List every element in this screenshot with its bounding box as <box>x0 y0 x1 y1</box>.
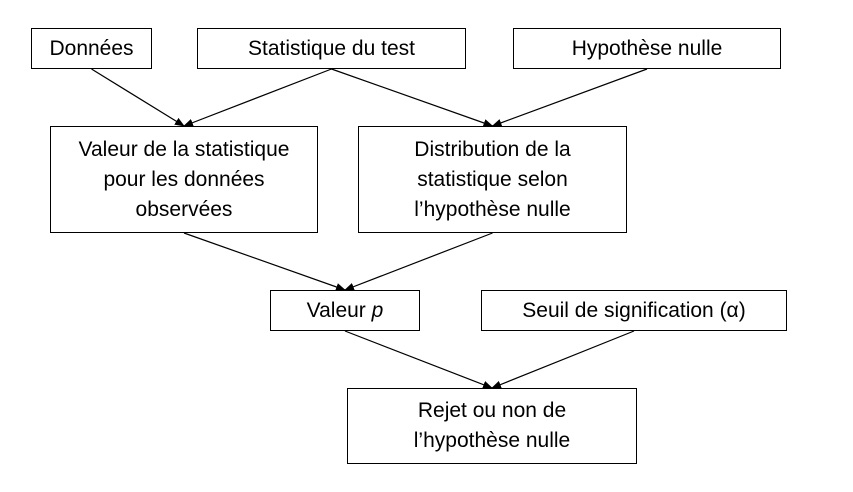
distribution-line-3: l’hypothèse nulle <box>414 197 571 221</box>
valeur-statistique-label: Valeur de la statistique pour les donnée… <box>79 135 290 225</box>
seuil-line-1: Seuil de signification (α) <box>522 298 746 322</box>
donnees-box: Données <box>31 28 152 69</box>
statistique-du-test-box: Statistique du test <box>197 28 466 69</box>
rejet-label: Rejet ou non de l’hypothèse nulle <box>414 396 570 456</box>
distribution-box: Distribution de la statistique selon l’h… <box>358 126 627 233</box>
distribution-line-1: Distribution de la <box>414 137 571 161</box>
arrow-valeur_p-to-rejet <box>344 330 493 389</box>
arrow-seuil-to-rejet <box>491 330 635 389</box>
valeur-p-box: Valeur p <box>270 290 420 331</box>
valeur-p-label: Valeur p <box>307 296 384 326</box>
valeur-statistique-line-3: observées <box>135 197 233 221</box>
seuil-label: Seuil de signification (α) <box>522 296 745 326</box>
hypothese-label: Hypothèse nulle <box>572 34 723 64</box>
hypothese-line-1: Hypothèse nulle <box>571 36 723 60</box>
valeur-statistique-box: Valeur de la statistique pour les donnée… <box>50 126 318 233</box>
distribution-line-2: statistique selon <box>417 167 568 191</box>
arrow-valeur_stat-to-valeur_p <box>183 232 346 291</box>
distribution-label: Distribution de la statistique selon l’h… <box>414 135 570 225</box>
arrow-distribution-to-valeur_p <box>344 232 493 291</box>
valeur-statistique-line-2: pour les données <box>103 167 265 191</box>
valeur-p-italic: p <box>371 298 384 322</box>
seuil-signification-box: Seuil de signification (α) <box>481 290 787 331</box>
valeur-p-line-1: Valeur p <box>307 296 384 326</box>
arrow-hypothese-to-distribution <box>491 68 648 127</box>
valeur-p-prefix: Valeur <box>306 298 372 322</box>
arrow-donnees-to-valeur_stat <box>91 68 185 127</box>
rejet-line-2: l’hypothèse nulle <box>413 429 571 452</box>
donnees-label: Données <box>49 34 133 64</box>
statistique-line-1: Statistique du test <box>248 36 415 60</box>
arrow-statistique-to-distribution <box>331 68 494 127</box>
arrow-statistique-to-valeur_stat <box>183 68 332 127</box>
donnees-line-1: Données <box>49 36 134 60</box>
statistique-label: Statistique du test <box>248 34 415 64</box>
rejet-box: Rejet ou non de l’hypothèse nulle <box>347 388 637 464</box>
rejet-line-1: Rejet ou non de <box>417 399 567 422</box>
valeur-statistique-line-1: Valeur de la statistique <box>78 137 290 161</box>
hypothese-nulle-box: Hypothèse nulle <box>513 28 781 69</box>
